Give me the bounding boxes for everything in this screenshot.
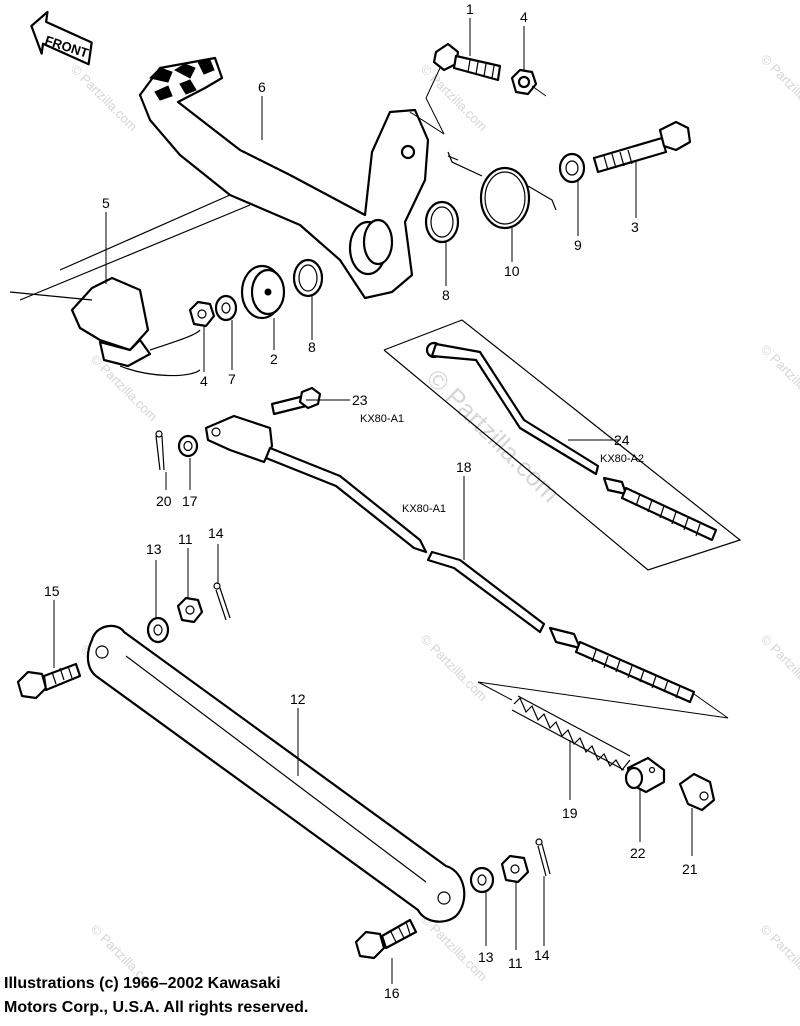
model-label-24: KX80-A2 [600,453,644,465]
callout-4: 4 [520,9,528,25]
spring-part-19 [511,695,631,772]
bolt-part-15 [16,662,82,700]
callout-16: 16 [384,985,400,1001]
callout-10: 10 [504,263,520,279]
bolt-part-23 [270,386,322,416]
nut-part-11-top [176,596,204,624]
copyright-line-2: Motors Corp., U.S.A. All rights reserved… [4,999,309,1016]
cotter-pin-part-14-bottom [535,838,551,877]
callout-8: 8 [308,339,316,355]
nut-part-4-top [510,68,547,97]
callout-11: 11 [178,531,193,547]
model-label-23: KX80-A1 [360,413,404,425]
nut-part-4-left [188,300,216,328]
adjusting-nut-part-21 [678,772,716,812]
front-arrow: FRONT [30,10,93,66]
cotter-pin-part-20 [155,430,165,471]
callout-15: 15 [44,583,60,599]
washer-part-13-bottom [469,866,495,894]
brake-rod-part-24 [425,341,718,542]
callout-2: 2 [270,351,278,367]
watermark: © Partzilla.com [758,52,800,125]
callout-14: 14 [534,947,550,963]
callout-12: 12 [290,691,306,707]
callout-19: 19 [562,805,578,821]
callout-23: 23 [352,392,368,408]
callout-21: 21 [682,861,698,877]
copyright-line-1: Illustrations (c) 1966–2002 Kawasaki [4,975,281,992]
watermark: © Partzilla.com [418,632,491,705]
callout-8: 8 [442,287,450,303]
watermark: © Partzilla.com [418,912,491,985]
callout-13: 13 [146,541,162,557]
collar-part-9 [558,152,586,184]
o-ring-part-8-left [292,258,324,298]
callout-leaders [53,18,693,984]
callout-24: 24 [614,432,630,448]
watermark: © Partzilla.com [758,342,800,415]
model-label-18: KX80-A1 [402,503,446,515]
nut-part-11-bottom [500,854,530,884]
bolt-part-16 [354,918,418,960]
bolt-part-1 [432,42,502,82]
callout-17: 17 [182,493,198,509]
callout-1: 1 [466,1,474,17]
callout-3: 3 [631,219,639,235]
watermark: © Partzilla.com [68,62,141,135]
brake-pedal [19,56,430,301]
callout-4: 4 [200,373,208,389]
callout-11: 11 [508,955,523,971]
callout-9: 9 [574,237,582,253]
callout-13: 13 [478,949,494,965]
pedal-stopper [9,276,201,377]
callout-6: 6 [258,79,266,95]
bolt-part-3 [592,120,692,174]
callout-20: 20 [156,493,172,509]
washer-part-13-top [146,616,170,644]
tension-rod-part-12 [86,624,466,923]
callout-14: 14 [208,525,224,541]
callout-22: 22 [630,845,646,861]
kx80-a2-outline [383,319,742,571]
callout-7: 7 [228,371,236,387]
washer-part-7 [214,294,238,322]
o-ring-part-8-right [424,200,460,244]
callout-numbers: 1 4 6 3 9 10 8 5 2 8 7 4 23 KX80-A1 24 K… [44,1,698,1001]
cotter-pin-part-14-top [213,582,231,621]
copyright-notice: Illustrations (c) 1966–2002 Kawasaki Mot… [4,972,308,1020]
return-spring [447,151,557,230]
watermark: © Partzilla.com [758,632,800,705]
watermark: © Partzilla.com [758,922,800,995]
brake-rod-part-18 [204,414,696,704]
bushing-part-2 [240,264,286,320]
callout-5: 5 [102,195,110,211]
callout-18: 18 [456,459,472,475]
trunnion-part-22 [624,756,666,794]
washer-part-17 [177,434,199,458]
